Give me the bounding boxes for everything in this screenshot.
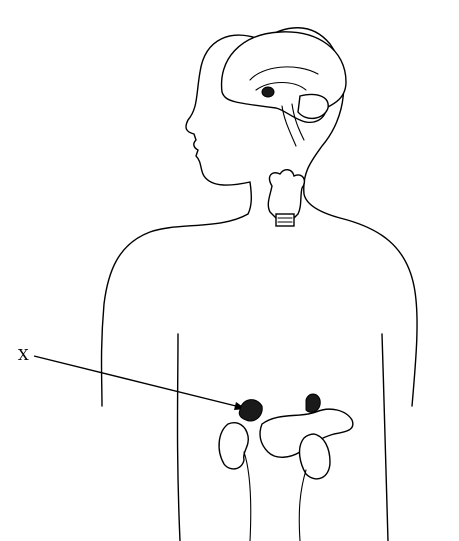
ureter-right [299,470,306,541]
brain [222,32,346,146]
adrenal-gland-left [239,400,262,421]
ureter-left [244,452,251,541]
pointer-label-x: X [18,346,29,364]
kidney-left [219,423,251,541]
kidney-right [299,434,330,541]
cerebellum [298,95,328,119]
adrenal-gland-right [306,394,320,412]
thyroid-gland [268,170,304,226]
pituitary-gland [262,87,274,97]
pointer-arrow-line [34,356,244,408]
